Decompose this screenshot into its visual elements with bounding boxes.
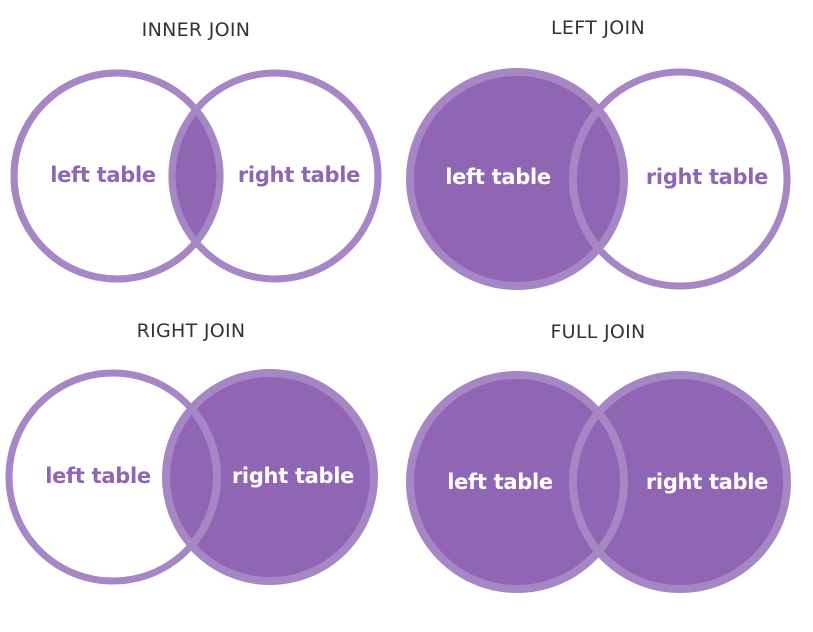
full-join-title: FULL JOIN: [550, 321, 645, 343]
right-table-circle-filled: [162, 369, 378, 585]
right-table-label: right table: [238, 163, 360, 187]
right-join-title: RIGHT JOIN: [137, 320, 246, 342]
right-join-diagram: RIGHT JOIN left table right table: [5, 320, 378, 585]
inner-join-diagram: INNER JOIN left table right table: [10, 19, 382, 283]
left-table-label: left table: [45, 464, 151, 488]
left-join-venn: [406, 68, 791, 290]
intersection-region: [168, 73, 220, 279]
left-join-title: LEFT JOIN: [551, 17, 645, 39]
left-table-circle-filled: [406, 68, 628, 290]
left-circle-outline-top: [10, 69, 224, 283]
full-join-venn: [406, 371, 791, 593]
full-join-diagram: FULL JOIN left table right table: [406, 321, 791, 593]
left-join-diagram: LEFT JOIN left table right table: [406, 17, 791, 290]
left-table-label: left table: [50, 163, 156, 187]
left-circle-outline-overlap: [166, 373, 221, 581]
left-circle-outline-overlap: [573, 375, 628, 589]
right-table-label: right table: [232, 464, 354, 488]
inner-join-venn: [10, 69, 382, 283]
inner-join-title: INNER JOIN: [142, 19, 251, 41]
right-table-circle-filled: [569, 371, 791, 593]
right-circle-outline-overlap: [569, 72, 624, 286]
right-table-label: right table: [646, 470, 768, 494]
left-table-label: left table: [445, 165, 551, 189]
left-table-label: left table: [447, 470, 553, 494]
right-table-label: right table: [646, 165, 768, 189]
right-join-venn: [5, 369, 378, 585]
